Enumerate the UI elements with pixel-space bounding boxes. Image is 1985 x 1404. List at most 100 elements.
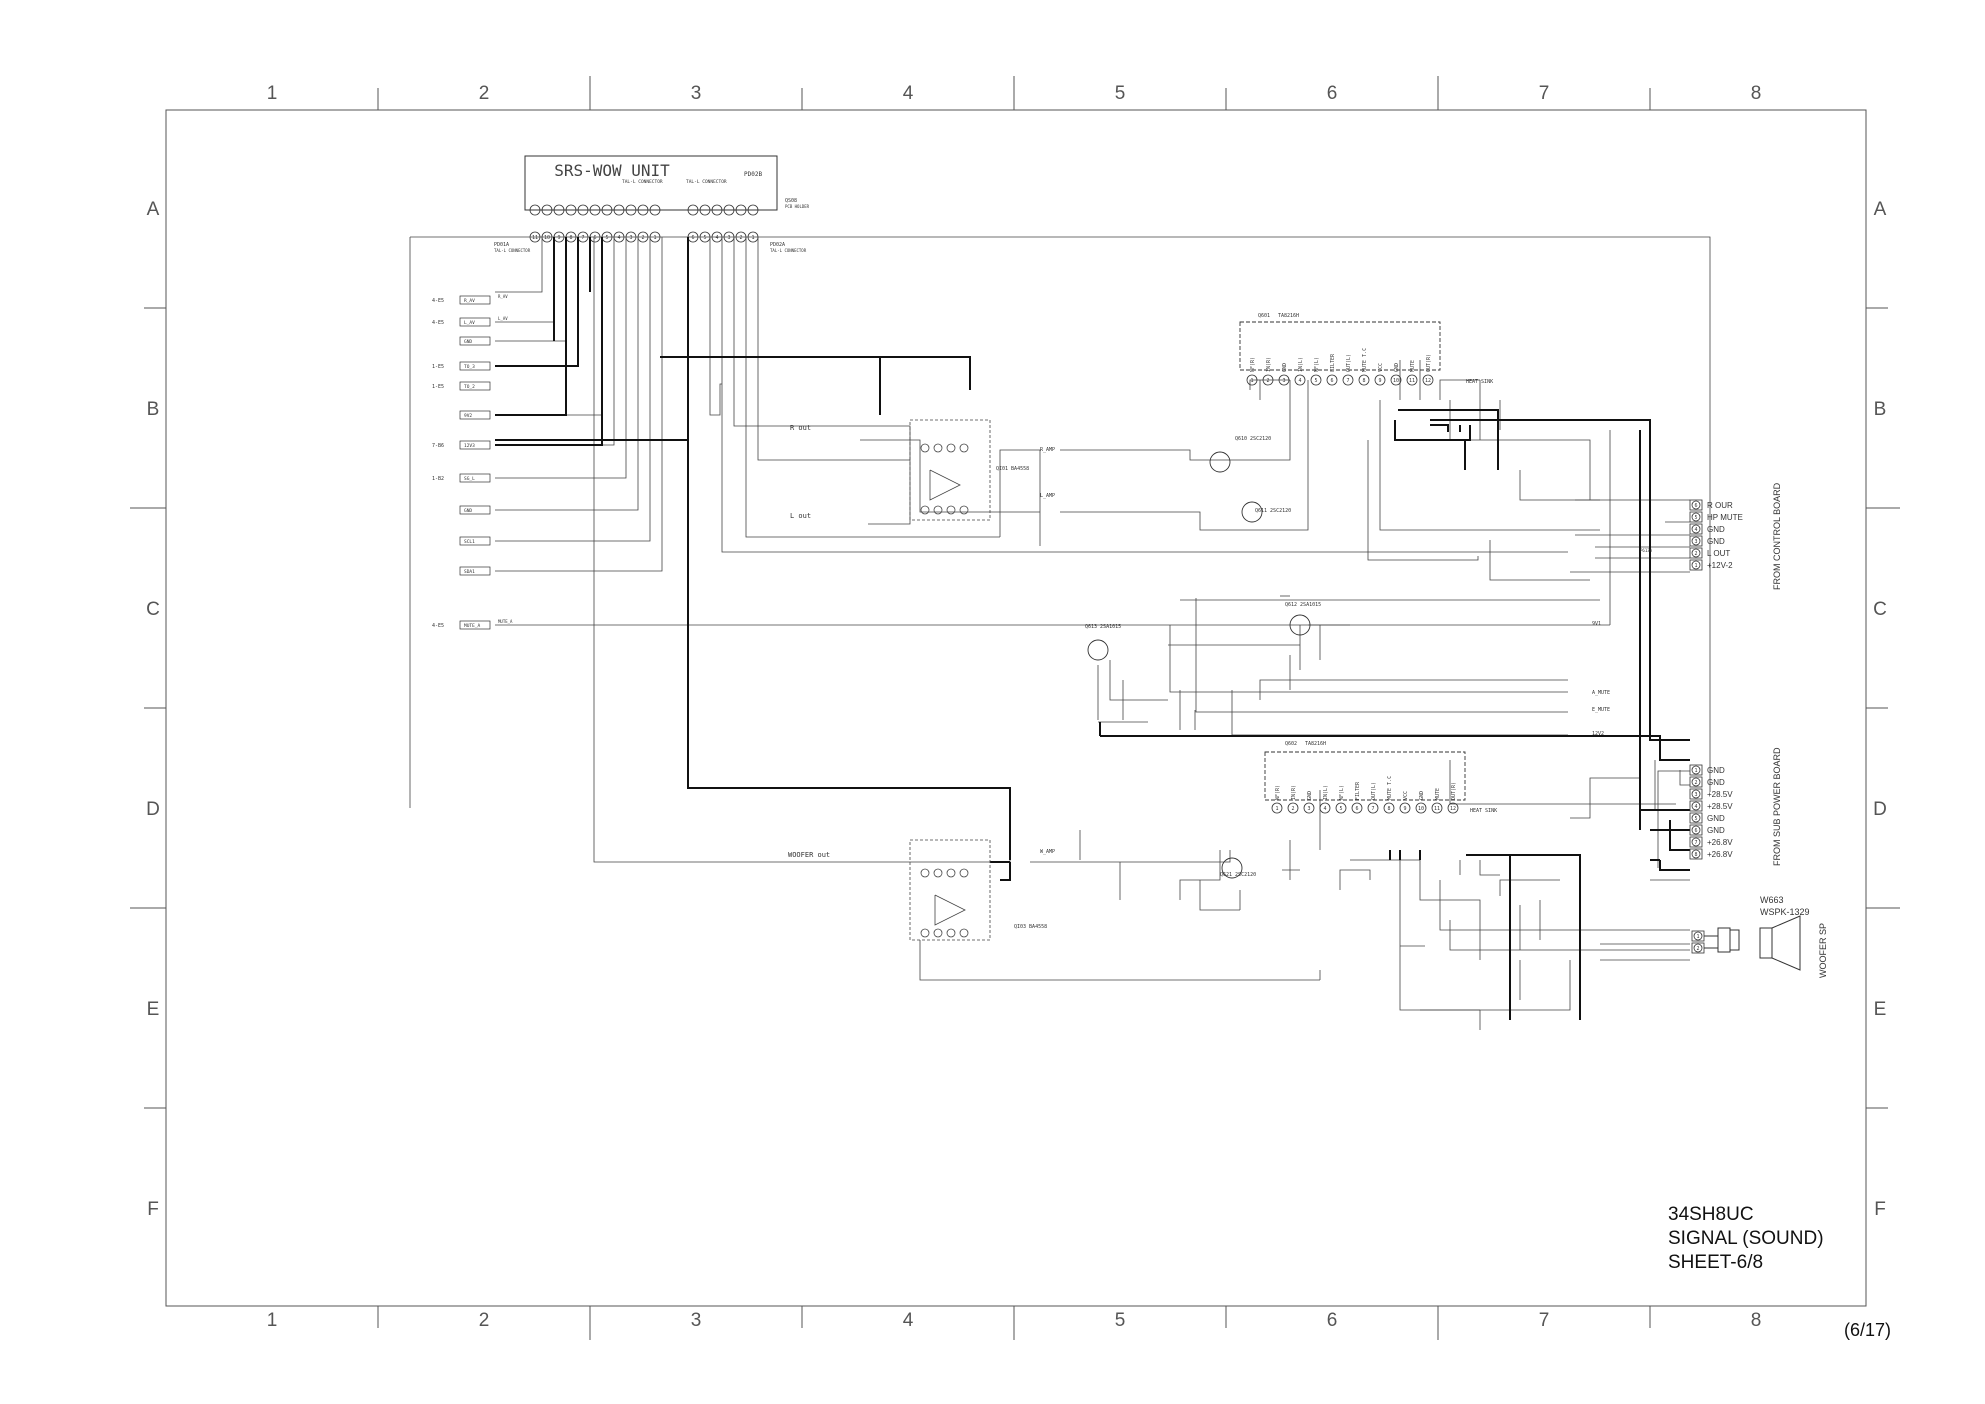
connector-pin-label: GND (1707, 537, 1725, 546)
signal-box (459, 361, 491, 371)
q611-label: Q611 2SC2120 (1255, 508, 1291, 514)
amp-pin (1358, 374, 1370, 386)
pd02a-sub: TAL-L CONNECTOR (770, 248, 807, 253)
q610-label: Q610 2SC2120 (1235, 436, 1271, 442)
connector-cell (1689, 523, 1703, 535)
connector-pin-number: 6 (593, 235, 596, 241)
connector-cell (1689, 836, 1703, 848)
col-label-bottom: 8 (1751, 1310, 1762, 1331)
connector-pin (1691, 801, 1701, 811)
amp-pin-label: NF(R) (1250, 357, 1256, 372)
control-board-ref: P613A (1640, 548, 1653, 553)
col-label-top: 8 (1751, 83, 1762, 104)
amp-pin-number: 12 (1425, 378, 1431, 384)
connector-pin-label: +26.8V (1707, 838, 1733, 847)
amp-pin (1399, 802, 1411, 814)
amp-pin (1262, 374, 1274, 386)
connector-pin-label: +12V-2 (1707, 561, 1733, 570)
connector-pin-number: 2 (739, 235, 742, 241)
signal-ref: 7-B6 (432, 443, 444, 449)
amp-pin-label: NF(L) (1314, 357, 1320, 372)
connector-pin-number: 3 (629, 235, 632, 241)
amp-pin (1294, 374, 1306, 386)
col-label-bottom: 5 (1115, 1310, 1126, 1331)
row-label-right: C (1873, 599, 1887, 620)
amp-pin-number: 8 (1387, 806, 1390, 812)
r-out-label: R out (790, 424, 811, 432)
amp-pin-label: OUT(L) (1346, 354, 1352, 372)
row-label-right: B (1874, 399, 1887, 420)
amp-pin-label: VCC (1403, 791, 1409, 800)
connector-pin-top (637, 204, 649, 216)
connector-pin-number: 7 (581, 235, 584, 241)
w-amp-label: W_AMP (1040, 849, 1055, 855)
connector-pin-label: GND (1707, 778, 1725, 787)
a-mute-label: A_MUTE (1592, 690, 1610, 696)
q602-heatsink: HEAT SINK (1470, 808, 1497, 814)
amp-pin-label: NF(R) (1275, 785, 1281, 800)
op-labels: R out L out WOOFER out R_AMP L_AMP W_AMP… (788, 424, 1610, 930)
connector-pin-number: 8 (1694, 852, 1697, 858)
connector-pin-label: GND (1707, 766, 1725, 775)
connector-pin-number: 6 (691, 235, 694, 241)
connector-pin-number: 6 (1694, 503, 1697, 509)
signal-ref: 1-E5 (432, 364, 444, 370)
row-label-right: F (1874, 1199, 1886, 1220)
connector-pin-top (699, 204, 711, 216)
qs08-sub: PCB HOLDER (785, 204, 810, 209)
q601-ref: Q601 (1258, 313, 1270, 319)
connector-pin (1691, 825, 1701, 835)
connector-pin-number: 5 (1694, 515, 1697, 521)
amp-pin-number: 5 (1314, 378, 1317, 384)
connector-pin-label: +26.8V (1707, 850, 1733, 859)
amp-pin-number: 8 (1362, 378, 1365, 384)
connector-pin-number: 9 (557, 235, 560, 241)
col-label-top: 3 (691, 83, 702, 104)
connector-pin (1691, 512, 1701, 522)
amp-pin (1374, 374, 1386, 386)
connector-pin-label: L OUT (1707, 549, 1730, 558)
row-label-right: E (1874, 999, 1887, 1020)
signal-box-label: GND (464, 508, 472, 514)
signal-box-label: TO_3 (464, 364, 475, 370)
connector-cell (1689, 535, 1703, 547)
signal-box (459, 336, 491, 346)
connector-pin (1691, 560, 1701, 570)
signal-box (459, 440, 491, 450)
amp-pin-number: 10 (1393, 378, 1399, 384)
amp-pin-label: FILTER (1330, 353, 1336, 372)
amp-pin-number: 11 (1409, 378, 1415, 384)
amp-pin-label: VCC (1378, 363, 1384, 372)
row-label-right: D (1873, 799, 1887, 820)
col-label-bottom: 3 (691, 1310, 702, 1331)
connector-pin (1691, 777, 1701, 787)
connector-pin (1691, 765, 1701, 775)
signal-box (459, 410, 491, 420)
connector-pin-top (577, 204, 589, 216)
l-amp-label: L_AMP (1040, 493, 1055, 499)
power-amp-q602: Q602 TA8216H HEAT SINK 1NF(R)2IN(R)3GND4… (1264, 741, 1497, 814)
sub-power-title: FROM SUB POWER BOARD (1772, 747, 1782, 866)
signal-box (459, 536, 491, 546)
connector-cell (1689, 511, 1703, 523)
signal-box-label: SG_L (464, 476, 475, 482)
amp-pin-number: 3 (1307, 806, 1310, 812)
amp-pin (1310, 374, 1322, 386)
q602-type: TA8216H (1305, 741, 1326, 747)
wiring-thin (409, 236, 1711, 1030)
amp-pin-label: FILTER (1355, 781, 1361, 800)
amp-pin-number: 1 (1250, 378, 1253, 384)
amp-pin-label: GND (1282, 363, 1288, 372)
signal-net-label: L_AV (498, 316, 508, 321)
ic603-label: QI03 BA4558 (1014, 924, 1047, 930)
connector-cell (1689, 800, 1703, 812)
signal-ref: 4-E5 (432, 298, 444, 304)
r-9v-label: 9V1 (1592, 621, 1601, 627)
connector-cell (1689, 812, 1703, 824)
woofer-model: WSPK-1329 (1760, 907, 1810, 917)
signal-box (459, 505, 491, 515)
amp-pin-label: OUT(R) (1451, 782, 1457, 800)
signal-box (459, 620, 491, 630)
q613-label: Q613 2SA1015 (1085, 624, 1121, 630)
